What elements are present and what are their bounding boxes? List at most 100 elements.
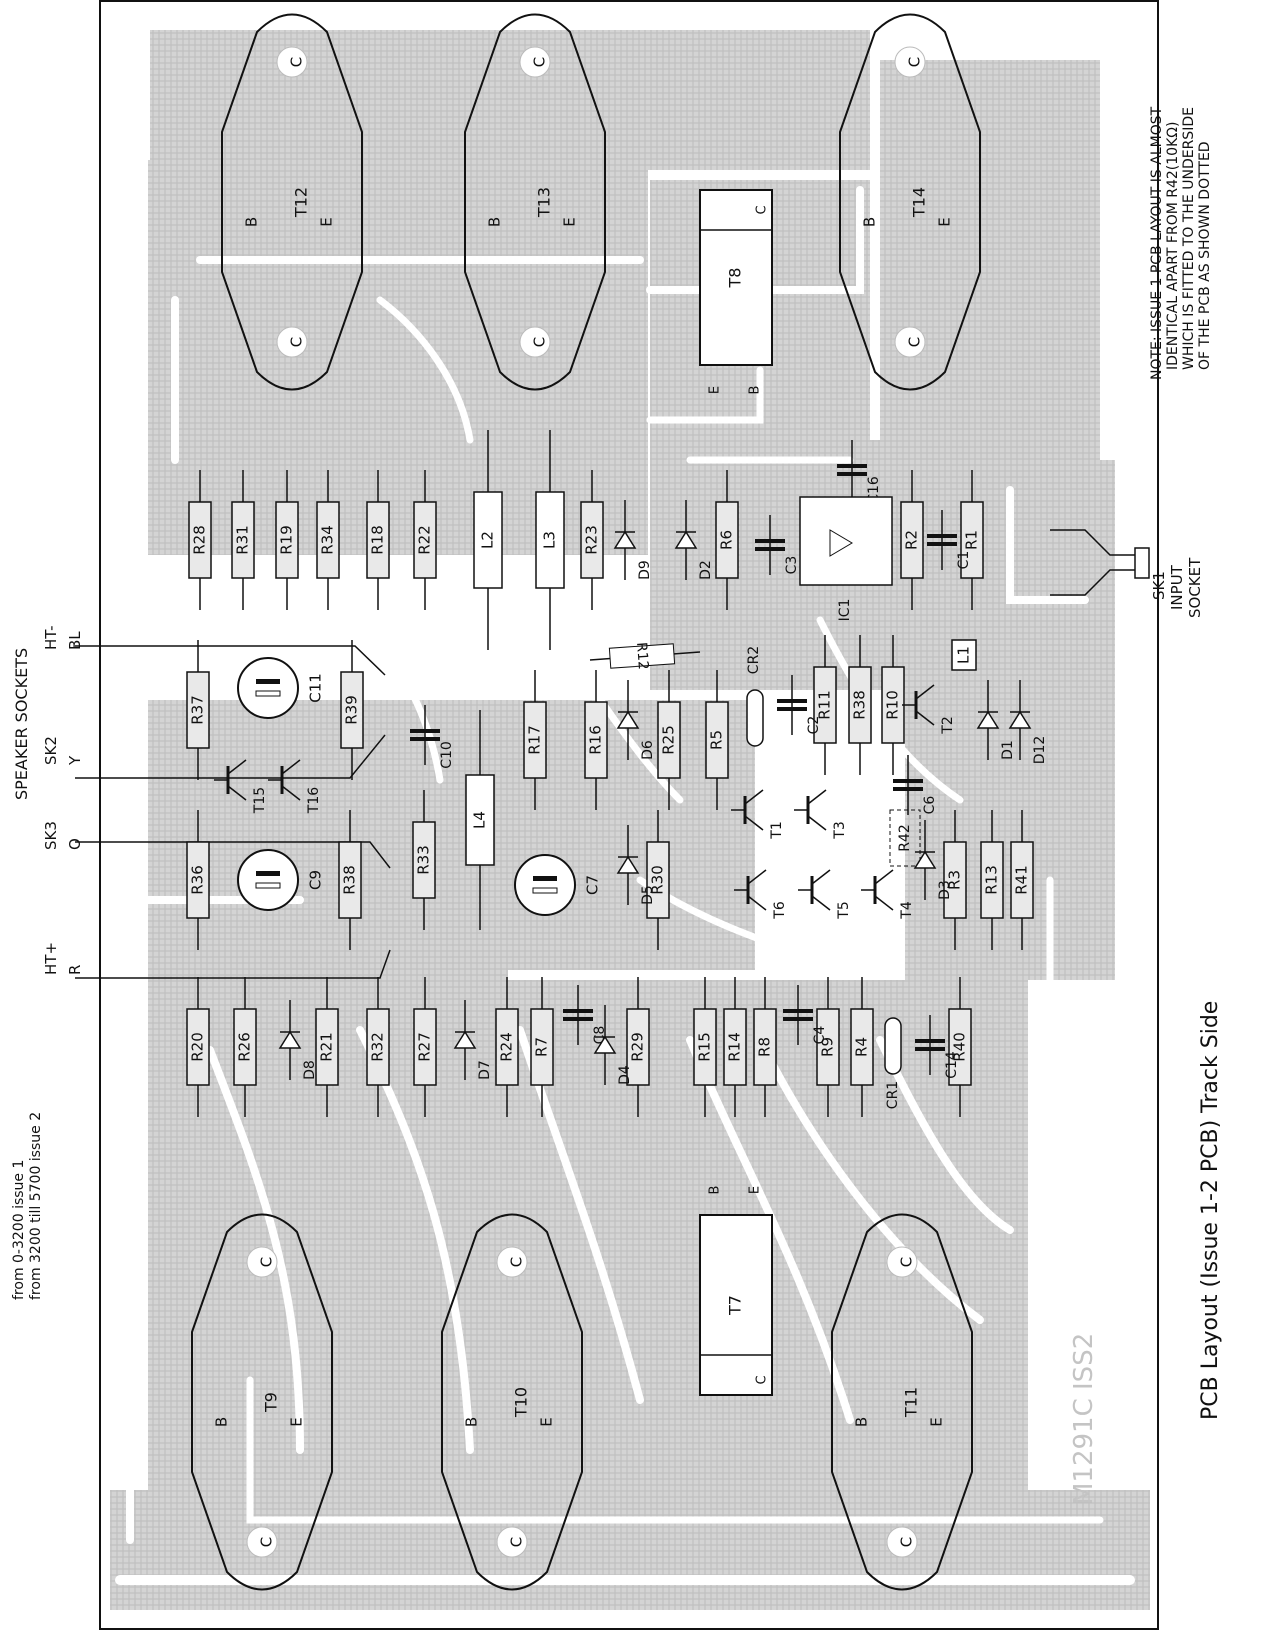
resistor-r24: R24 (495, 977, 519, 1117)
capacitor-c1: C1 (927, 510, 972, 570)
transistor-label: T3 (832, 821, 848, 839)
resistor-r4: R4 (850, 977, 874, 1117)
pin-c-label: C (906, 337, 924, 347)
diode-d5: D5 (616, 825, 656, 905)
resistor-r37: R37 (186, 640, 210, 780)
resistor-label: R30 (649, 865, 667, 895)
speaker-sockets-title: SPEAKER SOCKETS (12, 648, 31, 800)
pin-e-label: E (561, 217, 579, 226)
resistor-r19: R19 (275, 470, 299, 610)
resistor-r9: R9 (816, 977, 840, 1117)
resistor-r11: R11 (813, 635, 837, 775)
resistor-r32: R32 (366, 977, 390, 1117)
resistor-label: R29 (629, 1032, 647, 1062)
resistor-r42-dotted: R42 (889, 809, 921, 867)
resistor-label: R28 (191, 525, 209, 555)
side-note-line1: NOTE: ISSUE 1 PCB LAYOUT IS ALMOST (1149, 106, 1165, 380)
transistor-label: T2 (940, 716, 956, 734)
resistor-r34: R34 (316, 470, 340, 610)
side-note-line2: IDENTICAL APART FROM R42(10KΩ) (1165, 122, 1181, 370)
diode-label: D6 (640, 740, 656, 760)
resistor-label: R11 (816, 690, 834, 720)
resistor-r13: R13 (980, 810, 1004, 950)
resistor-r33: R33 (412, 790, 436, 930)
pin-e-label: E (708, 386, 723, 394)
pin-c-label: C (898, 1537, 916, 1547)
resistor-r38: R38 (338, 810, 362, 950)
diode-label: D5 (640, 885, 656, 905)
pin-c-label: C (531, 57, 549, 67)
pin-c-label: C (755, 205, 770, 214)
pin-e-label: E (318, 217, 336, 226)
transistor-label: T7 (726, 1295, 745, 1316)
pin-b-label: B (243, 217, 261, 227)
resistor-label: R19 (278, 525, 296, 555)
transistor-t4: T4 (861, 869, 915, 920)
resistor-r23: R23 (580, 470, 604, 610)
diagram-caption: PCB Layout (Issue 1-2 PCB) Track Side (1198, 1001, 1223, 1420)
resistor-r31: R31 (231, 470, 255, 610)
pin-c-label: C (898, 1257, 916, 1267)
resistor-label: R18 (369, 525, 387, 555)
resistor-label: R39 (343, 695, 361, 725)
resistor-r2: R2 (900, 470, 924, 610)
pin-c-label: C (531, 337, 549, 347)
pin-e-label: E (748, 1186, 763, 1194)
pin-c-label: C (508, 1537, 526, 1547)
capacitor-label: C7 (584, 875, 602, 895)
resistor-r26: R26 (233, 977, 257, 1117)
transistor-label: T8 (726, 268, 745, 289)
resistor-r16: R16 (584, 670, 608, 810)
pin-r-label: R (66, 965, 84, 975)
pin-c-label: C (288, 57, 306, 67)
pin-c-label: C (508, 1257, 526, 1267)
driver-transistors: T7 B E CT8 C E B (699, 189, 773, 1396)
resistor-r5: R5 (705, 670, 729, 810)
pin-c-label: C (258, 1537, 276, 1547)
resistor-r21: R21 (315, 977, 339, 1117)
capacitor-c4: C4 (783, 985, 828, 1045)
transistor-label: T10 (512, 1387, 531, 1418)
resistor-label: R2 (903, 530, 921, 550)
diode-d7: D7 (453, 1000, 493, 1080)
ic-label: IC1 (837, 599, 853, 622)
capacitor-c6: C6 (893, 755, 938, 815)
resistor-label: R38 (851, 690, 869, 720)
resistor-r17: R17 (523, 670, 547, 810)
capacitor-label: C9 (307, 870, 325, 890)
diode-d12: D12 (1008, 680, 1048, 764)
pin-e-label: E (928, 1417, 946, 1426)
transistor-label: T4 (899, 901, 915, 920)
driver-transistor-t8: T8 C E B (699, 189, 773, 395)
transistor-t6: T6 (734, 869, 788, 920)
transistor-t15: T15 (214, 759, 268, 814)
pcb-tracks (115, 186, 1135, 1585)
resistor-label: R32 (369, 1032, 387, 1062)
header-note-line1: from 0-3200 issue 1 (11, 1160, 27, 1300)
transistor-label: T16 (306, 787, 322, 814)
resistor-r20: R20 (186, 977, 210, 1117)
pin-e-label: E (936, 217, 954, 226)
diode-label: D1 (1000, 740, 1016, 760)
socket-label: SOCKET (1186, 557, 1204, 618)
resistor-r40: R40 (948, 977, 972, 1117)
pin-e-label: E (538, 1417, 556, 1426)
diode-d8: D8 (278, 1000, 318, 1080)
diode-label: D8 (302, 1060, 318, 1080)
resistor-label: R34 (319, 525, 337, 555)
inductor-l1: L1 (951, 639, 977, 671)
pin-b-label: B (463, 1417, 481, 1427)
capacitor-c2: C2 (777, 675, 822, 735)
diode-d1: D1 (976, 680, 1016, 760)
resistor-r7: R7 (530, 977, 554, 1117)
pin-b-label: B (213, 1417, 231, 1427)
resistor-r6: R6 (715, 470, 739, 610)
pin-b-label: B (748, 386, 763, 395)
diode-label: D2 (698, 560, 714, 580)
diode-d9: D9 (613, 500, 653, 580)
resistor-label: R33 (415, 845, 433, 875)
